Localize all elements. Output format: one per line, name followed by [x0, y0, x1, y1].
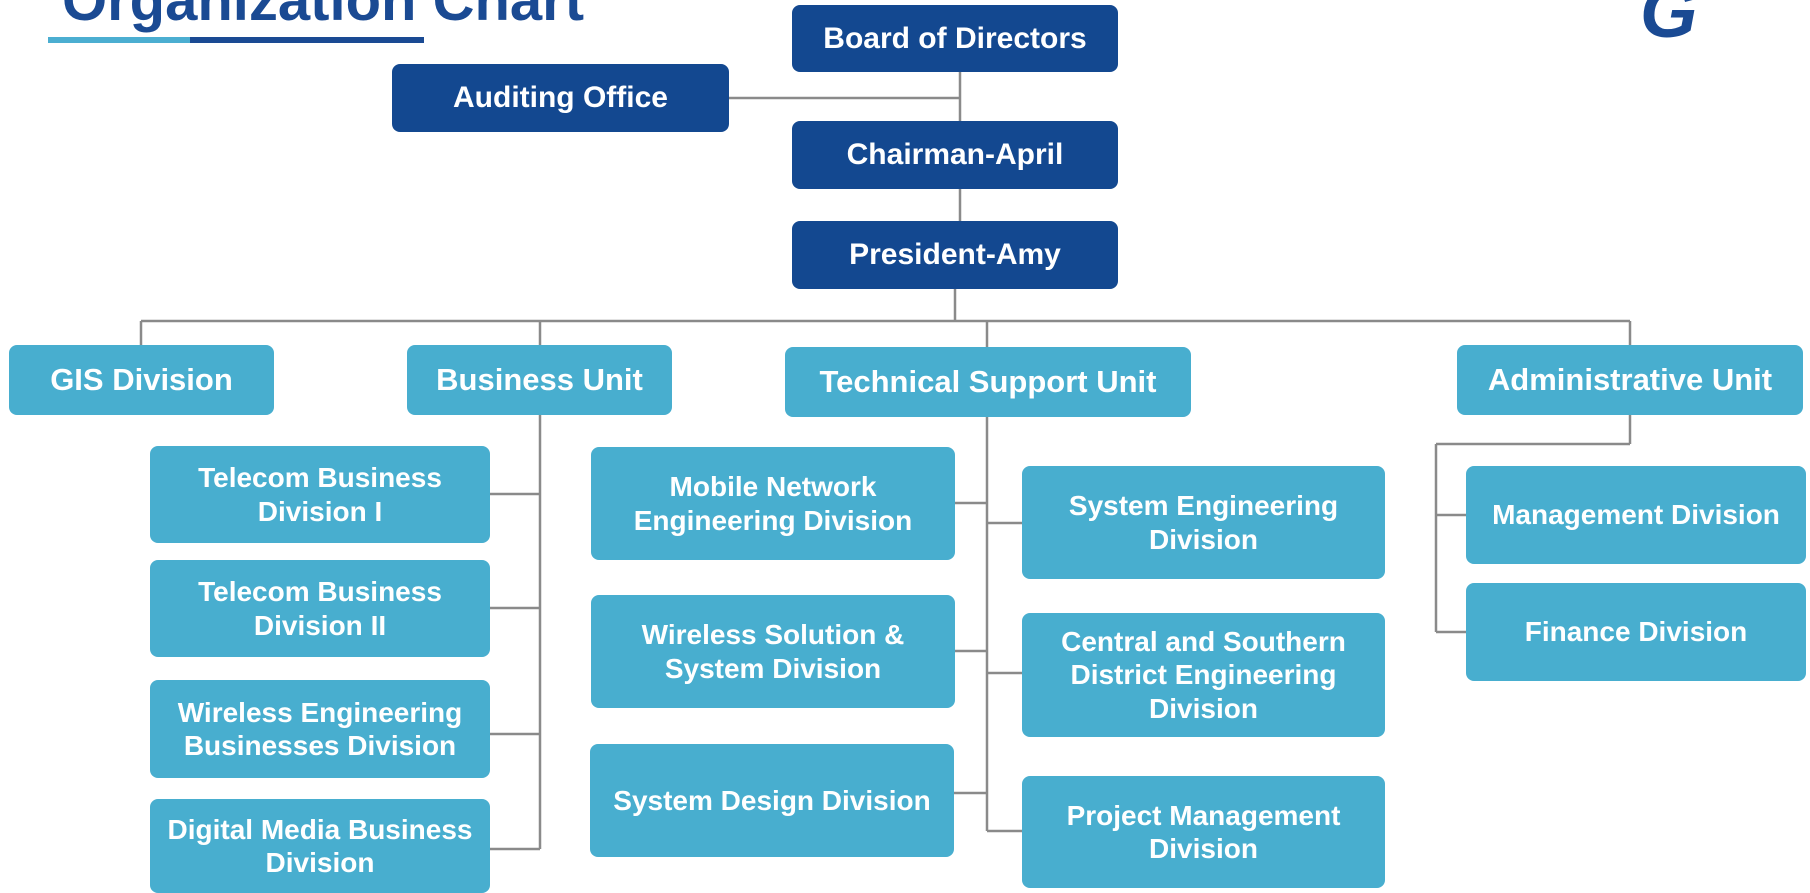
- node-central-southern-engineering-division: Central and Southern District Engineerin…: [1022, 613, 1385, 737]
- node-technical-support-unit: Technical Support Unit: [785, 347, 1191, 417]
- node-gis-division: GIS Division: [9, 345, 274, 415]
- title-underline-accent: [48, 37, 190, 43]
- page-title: Organization Chart: [62, 0, 585, 33]
- node-board-of-directors: Board of Directors: [792, 5, 1118, 72]
- node-digital-media-business-division: Digital Media Business Division: [150, 799, 490, 893]
- node-chairman: Chairman-April: [792, 121, 1118, 189]
- node-mobile-network-engineering-division: Mobile Network Engineering Division: [591, 447, 955, 560]
- node-wireless-solution-system-division: Wireless Solution & System Division: [591, 595, 955, 708]
- title-underline: [190, 37, 424, 43]
- node-business-unit: Business Unit: [407, 345, 672, 415]
- node-telecom-business-division-2: Telecom Business Division II: [150, 560, 490, 657]
- node-management-division: Management Division: [1466, 466, 1806, 564]
- node-finance-division: Finance Division: [1466, 583, 1806, 681]
- node-president: President-Amy: [792, 221, 1118, 289]
- node-auditing-office: Auditing Office: [392, 64, 729, 132]
- node-telecom-business-division-1: Telecom Business Division I: [150, 446, 490, 543]
- node-project-management-division: Project Management Division: [1022, 776, 1385, 888]
- node-system-design-division: System Design Division: [590, 744, 954, 857]
- node-administrative-unit: Administrative Unit: [1457, 345, 1803, 415]
- brand-logo: G: [1640, 0, 1698, 53]
- node-wireless-engineering-businesses-division: Wireless Engineering Businesses Division: [150, 680, 490, 778]
- node-system-engineering-division: System Engineering Division: [1022, 466, 1385, 579]
